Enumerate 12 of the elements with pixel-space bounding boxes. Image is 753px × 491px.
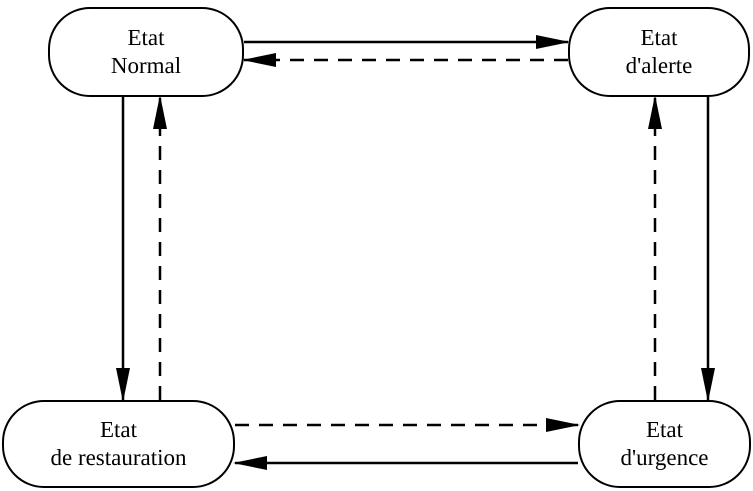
state-label: Etat de restauration bbox=[50, 416, 187, 472]
arrow bbox=[701, 97, 715, 402]
arrow bbox=[648, 95, 662, 400]
state-label: Etat Normal bbox=[110, 24, 182, 80]
state-label: Etat d'urgence bbox=[620, 416, 708, 472]
arrow bbox=[242, 53, 568, 67]
arrow bbox=[153, 95, 167, 400]
arrow bbox=[235, 418, 580, 432]
arrow bbox=[244, 35, 570, 49]
arrow bbox=[233, 456, 578, 470]
state-label: Etat d'alerte bbox=[626, 24, 692, 80]
arrow bbox=[116, 97, 130, 402]
